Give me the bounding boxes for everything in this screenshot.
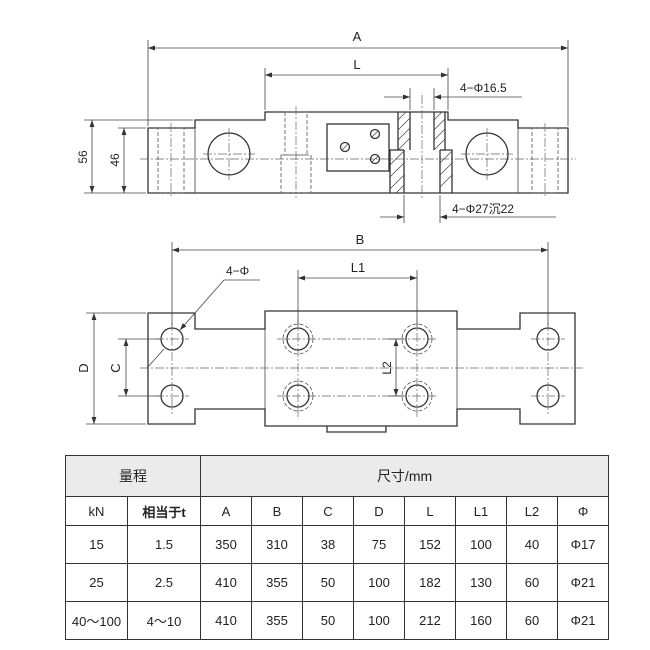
table-cell: 100	[455, 525, 507, 564]
range-header: 量程	[65, 455, 201, 497]
dim-L: L	[264, 57, 449, 110]
drawing-canvas: A L 56 46 4−Φ16.5	[76, 29, 583, 433]
dim-A-label: A	[353, 29, 362, 44]
dim-B: B	[171, 232, 549, 326]
table-cell: 25	[65, 563, 128, 602]
leader-hole-dia: 4−Φ	[146, 264, 260, 369]
dim-L1-label: L1	[351, 260, 365, 275]
callout-hole-bottom: 4−Φ27沉22	[380, 195, 556, 223]
dim-46-label: 46	[108, 153, 122, 167]
col-phi: Φ	[556, 496, 610, 526]
table-cell: 75	[353, 525, 405, 564]
wiring-plate	[326, 123, 390, 172]
callout-hole-top-label: 4−Φ16.5	[460, 81, 507, 95]
table-cell: 100	[353, 563, 405, 602]
top-view: A L 56 46 4−Φ16.5	[76, 29, 576, 223]
table-cell: 355	[251, 601, 303, 640]
dim-56: 56	[76, 119, 193, 194]
col-B: B	[251, 496, 303, 526]
callout-hole-bottom-label: 4−Φ27沉22	[452, 202, 514, 216]
dim-L-label: L	[353, 57, 360, 72]
size-header: 尺寸/mm	[199, 455, 610, 497]
dim-D-label: D	[76, 363, 91, 372]
table-cell: 100	[353, 601, 405, 640]
table-cell: 15	[65, 525, 128, 564]
callout-hole-top: 4−Φ16.5	[384, 81, 522, 110]
top-view-outline	[147, 111, 569, 194]
section-hole	[389, 95, 453, 200]
dim-C: C	[108, 338, 160, 397]
table-cell: 60	[506, 563, 558, 602]
col-L: L	[404, 496, 456, 526]
spec-table: 量程 尺寸/mm kN 相当于t A B C D L L1 L2 Φ 15 1.…	[65, 455, 610, 640]
table-cell: 2.5	[127, 563, 201, 602]
dim-A: A	[147, 29, 569, 126]
screw-icon	[339, 128, 381, 165]
table-row: 40～100 4～10 410 355 50 100 212 160 60 Φ2…	[65, 601, 610, 640]
table-cell: 212	[404, 601, 456, 640]
table-cell: 130	[455, 563, 507, 602]
col-A: A	[200, 496, 252, 526]
table-cell: 410	[200, 601, 252, 640]
table-cell: 40～100	[65, 601, 128, 640]
table-cell: 38	[302, 525, 354, 564]
bottom-tab	[326, 426, 387, 433]
dim-D: D	[76, 312, 146, 425]
dim-L2-label: L2	[380, 361, 394, 375]
table-cell: 50	[302, 563, 354, 602]
table-cell: 355	[251, 563, 303, 602]
leader-hole-dia-label: 4−Φ	[226, 264, 249, 278]
dim-C-label: C	[108, 363, 123, 372]
col-L2: L2	[506, 496, 558, 526]
bottom-holes	[155, 318, 565, 418]
dim-B-label: B	[356, 232, 365, 247]
table-cell: 4～10	[127, 601, 201, 640]
table-cell: 410	[200, 563, 252, 602]
col-D: D	[353, 496, 405, 526]
table-header-row: 量程 尺寸/mm	[65, 455, 610, 497]
table-cell: 40	[506, 525, 558, 564]
table-cell: 182	[404, 563, 456, 602]
table-cell: 350	[200, 525, 252, 564]
table-row: 25 2.5 410 355 50 100 182 130 60 Φ21	[65, 563, 610, 602]
dim-56-label: 56	[76, 150, 90, 164]
col-L1: L1	[455, 496, 507, 526]
table-cell: Φ21	[556, 601, 610, 640]
dim-L1: L1	[297, 260, 418, 326]
table-cell: 310	[251, 525, 303, 564]
table-cell: Φ17	[556, 525, 610, 564]
table-cell: 160	[455, 601, 507, 640]
col-C: C	[302, 496, 354, 526]
col-t: 相当于t	[127, 496, 201, 526]
table-cell: Φ21	[556, 563, 610, 602]
table-cell: 60	[506, 601, 558, 640]
dim-46: 46	[108, 127, 146, 193]
bottom-view: B L1 D C L2	[76, 232, 583, 433]
bottom-view-outline	[147, 310, 576, 427]
table-cell: 152	[404, 525, 456, 564]
dim-L2: L2	[380, 338, 404, 397]
col-kn: kN	[65, 496, 128, 526]
table-row: 15 1.5 350 310 38 75 152 100 40 Φ17	[65, 525, 610, 564]
table-subheader-row: kN 相当于t A B C D L L1 L2 Φ	[65, 496, 610, 526]
table-cell: 1.5	[127, 525, 201, 564]
table-cell: 50	[302, 601, 354, 640]
